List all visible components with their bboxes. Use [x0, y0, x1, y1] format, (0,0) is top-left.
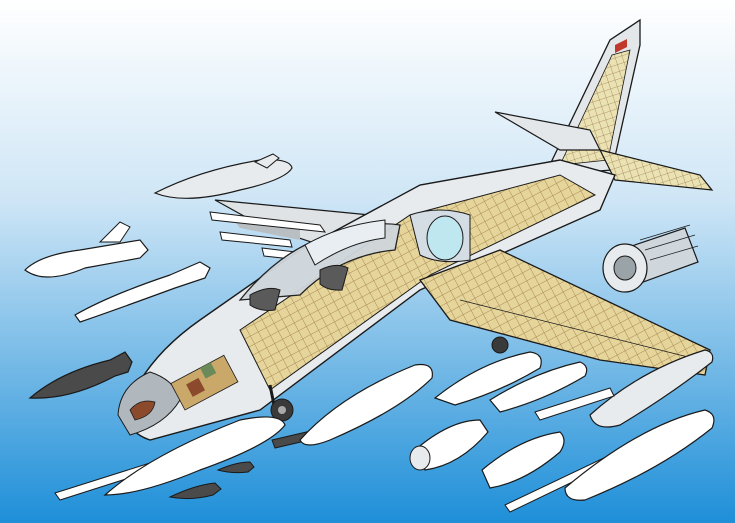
- horizontal-tail: [494, 111, 714, 191]
- avionics-bay: [170, 354, 239, 411]
- left-tip-tank-icon: [153, 153, 293, 199]
- center-drop-tank-icon: [299, 363, 433, 446]
- cockpit-canopy: [238, 219, 401, 311]
- wing-missile-icon: [534, 387, 615, 421]
- small-bomb-icon: [168, 461, 255, 500]
- landing-gear-icon: [268, 336, 509, 422]
- large-drop-tank-icon: [564, 409, 715, 501]
- underwing-tank-icon: [433, 351, 588, 413]
- dark-bomb-icon: [28, 351, 133, 399]
- bomb-icon: [74, 261, 211, 323]
- cluster-bomb-icon: [481, 431, 565, 489]
- missile-icon: [24, 221, 149, 278]
- fuselage: [117, 159, 616, 441]
- jet-engine-icon: [602, 224, 699, 293]
- rocket-pod-icon: [409, 419, 489, 471]
- right-tip-tank-icon: [589, 349, 714, 428]
- drop-tank-icon: [103, 416, 286, 496]
- right-wing: [418, 249, 711, 376]
